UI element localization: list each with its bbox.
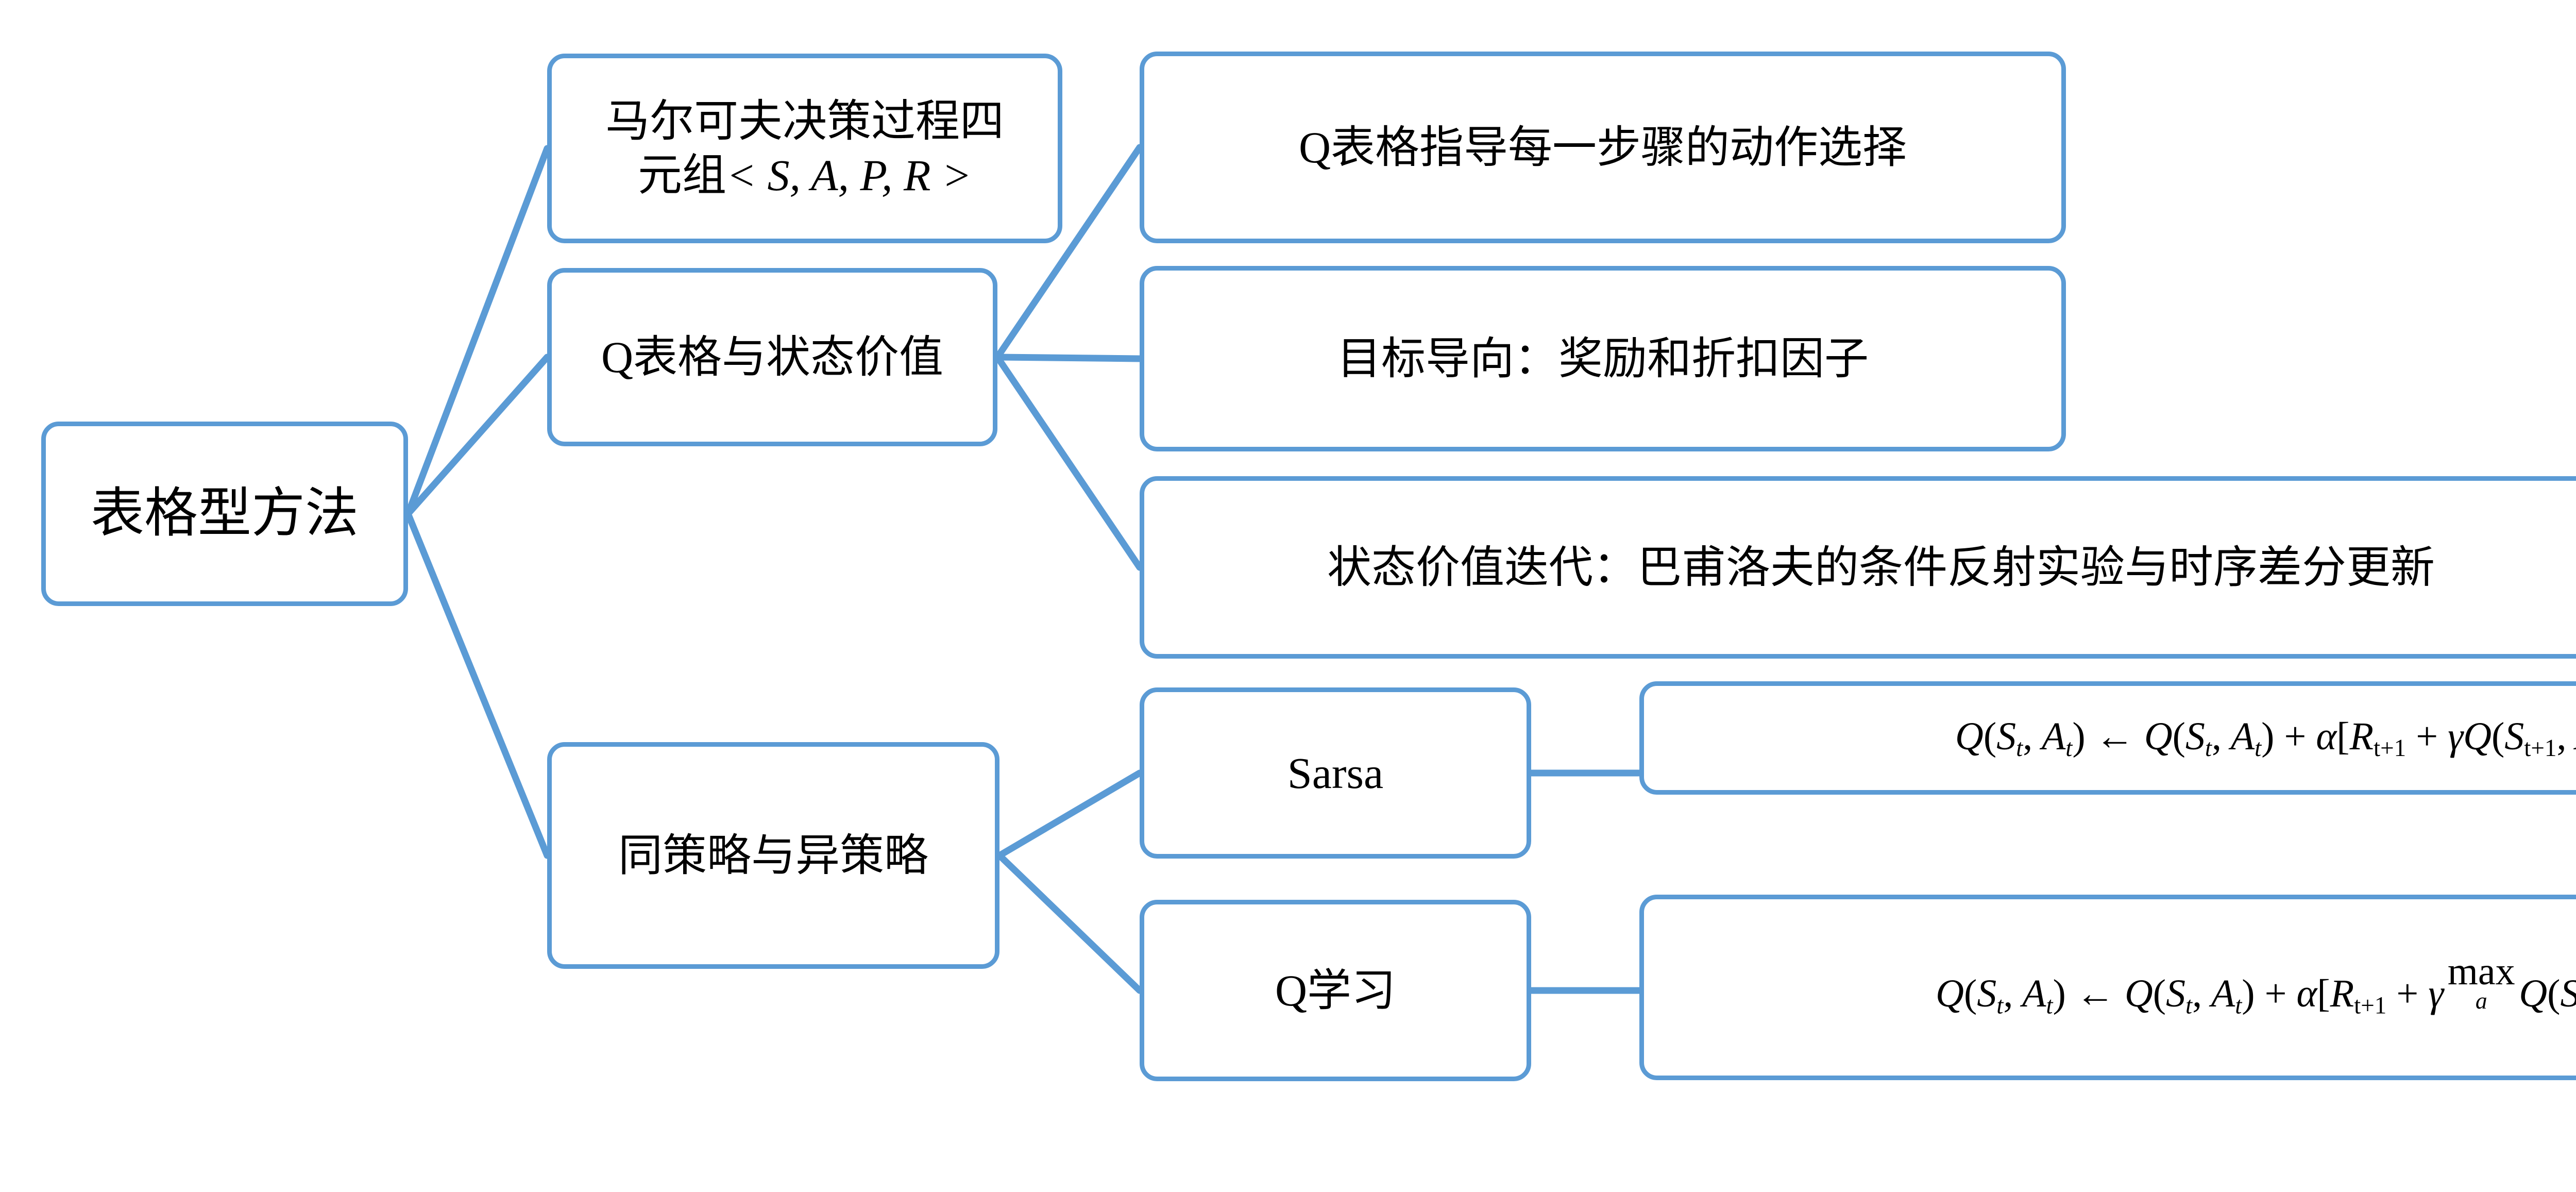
node-policy[interactable]: 同策略与异策略 bbox=[547, 742, 999, 969]
qf-gamma: γ bbox=[2428, 972, 2444, 1016]
edge-qtable-goal bbox=[994, 354, 1143, 362]
sf-q3: Q bbox=[2463, 714, 2492, 758]
sf-lp3: ( bbox=[2491, 714, 2505, 758]
edge-root-policy bbox=[404, 510, 551, 859]
qf-a1: A bbox=[2022, 972, 2046, 1016]
node-q-learning[interactable]: Q学习 bbox=[1140, 900, 1531, 1081]
sf-rp1: ) bbox=[2072, 714, 2086, 758]
node-mdp-text: 马尔可夫决策过程四 元组< S, A, P, R > bbox=[561, 94, 1048, 203]
sf-sub3: t bbox=[2205, 734, 2212, 762]
qf-s1: S bbox=[1977, 972, 1997, 1016]
sf-sub4: t bbox=[2255, 734, 2262, 762]
edge-policy-sarsa bbox=[996, 769, 1143, 859]
node-mdp[interactable]: 马尔可夫决策过程四 元组< S, A, P, R > bbox=[547, 54, 1062, 243]
sf-s2: S bbox=[2185, 714, 2205, 758]
qf-s2: S bbox=[2166, 972, 2186, 1016]
qf-plus2: + bbox=[2396, 972, 2419, 1016]
sf-sub1: t bbox=[2016, 734, 2023, 762]
qf-c2: , bbox=[2192, 972, 2202, 1016]
sf-r: R bbox=[2349, 714, 2374, 758]
node-sarsa[interactable]: Sarsa bbox=[1140, 687, 1531, 859]
edge-qtable-value bbox=[994, 354, 1143, 571]
qf-s3: S bbox=[2560, 972, 2576, 1015]
qf-alpha: α bbox=[2296, 972, 2317, 1016]
node-mdp-line2-prefix: 元组 bbox=[637, 150, 726, 200]
sf-gamma: γ bbox=[2448, 714, 2464, 758]
qf-arrow: ← bbox=[2075, 972, 2115, 1016]
qf-sub1: t bbox=[1996, 992, 2004, 1019]
node-goal-label: 目标导向：奖励和折扣因子 bbox=[1337, 333, 1869, 383]
sf-plus2: + bbox=[2416, 714, 2438, 758]
qf-sub5: t+1 bbox=[2354, 992, 2387, 1019]
sf-arrow: ← bbox=[2095, 714, 2134, 758]
edge-policy-qlearn bbox=[996, 852, 1143, 994]
sf-sub5: t+1 bbox=[2374, 734, 2406, 762]
node-value-iteration-label: 状态价值迭代：巴甫洛夫的条件反射实验与时序差分更新 bbox=[1327, 542, 2435, 592]
qf-lp3: ( bbox=[2547, 972, 2561, 1016]
sf-s3: S bbox=[2504, 714, 2524, 758]
node-sarsa-formula[interactable]: Q(St, At) ← Q(St, At) + α[Rt+1 + γQ(St+1… bbox=[1639, 681, 2576, 795]
qf-rp1: ) bbox=[2053, 972, 2066, 1016]
sf-c2: , bbox=[2212, 714, 2222, 758]
node-qtable[interactable]: Q表格与状态价值 bbox=[547, 268, 997, 446]
node-policy-label: 同策略与异策略 bbox=[618, 830, 928, 880]
qf-r: R bbox=[2330, 972, 2354, 1016]
qf-c1: , bbox=[2003, 972, 2013, 1016]
qf-plus1: + bbox=[2264, 972, 2287, 1016]
qf-q3: Q bbox=[2519, 972, 2548, 1016]
sf-plus1: + bbox=[2284, 714, 2307, 758]
qf-a2: A bbox=[2211, 972, 2235, 1016]
qf-lbr: [ bbox=[2317, 972, 2330, 1016]
sf-lbr: [ bbox=[2336, 714, 2350, 758]
sf-rp2: ) bbox=[2261, 714, 2275, 758]
qf-q1: Q bbox=[1936, 972, 1964, 1016]
sf-q2: Q bbox=[2144, 714, 2173, 758]
qf-sub2: t bbox=[2046, 992, 2053, 1019]
sf-c3: , bbox=[2556, 714, 2567, 758]
sf-s1: S bbox=[1996, 714, 2016, 758]
sf-sub2: t bbox=[2065, 734, 2073, 762]
node-q-learning-label: Q学习 bbox=[1275, 965, 1396, 1015]
sf-a1: A bbox=[2041, 714, 2066, 758]
sf-sub6: t+1 bbox=[2524, 734, 2557, 762]
node-qtable-label: Q表格与状态价值 bbox=[601, 332, 944, 382]
node-root[interactable]: 表格型方法 bbox=[41, 422, 408, 606]
node-mdp-line1: 马尔可夫决策过程四 bbox=[605, 96, 1004, 146]
sf-lp1: ( bbox=[1983, 714, 1997, 758]
qf-lp1: ( bbox=[1963, 972, 1977, 1016]
node-goal-oriented[interactable]: 目标导向：奖励和折扣因子 bbox=[1140, 266, 2066, 451]
sf-alpha: α bbox=[2316, 714, 2337, 758]
sf-lp2: ( bbox=[2172, 714, 2185, 758]
node-mdp-line2-math: < S, A, P, R > bbox=[726, 150, 972, 200]
sarsa-update-equation: Q(St, At) ← Q(St, At) + α[Rt+1 + γQ(St+1… bbox=[1653, 713, 2576, 764]
qf-sub3: t bbox=[2185, 992, 2193, 1019]
node-q-table-guides-action[interactable]: Q表格指导每一步骤的动作选择 bbox=[1140, 52, 2066, 243]
qf-max-subscript: a bbox=[2475, 987, 2487, 1014]
node-qguide-label: Q表格指导每一步骤的动作选择 bbox=[1298, 122, 1907, 172]
edge-root-qtable bbox=[404, 354, 551, 517]
qf-lp2: ( bbox=[2153, 972, 2166, 1016]
sf-c1: , bbox=[2023, 714, 2033, 758]
sf-a2: A bbox=[2230, 714, 2255, 758]
qf-rp2: ) bbox=[2242, 972, 2255, 1016]
node-sarsa-label: Sarsa bbox=[1287, 748, 1384, 798]
qf-q2: Q bbox=[2124, 972, 2153, 1016]
node-root-label: 表格型方法 bbox=[90, 483, 359, 543]
qf-max-label: max bbox=[2447, 950, 2515, 994]
sf-q1: Q bbox=[1955, 714, 1984, 758]
edge-root-mdp bbox=[404, 145, 551, 517]
node-value-iteration[interactable]: 状态价值迭代：巴甫洛夫的条件反射实验与时序差分更新 bbox=[1140, 476, 2576, 659]
qf-sub4: t bbox=[2235, 992, 2242, 1019]
